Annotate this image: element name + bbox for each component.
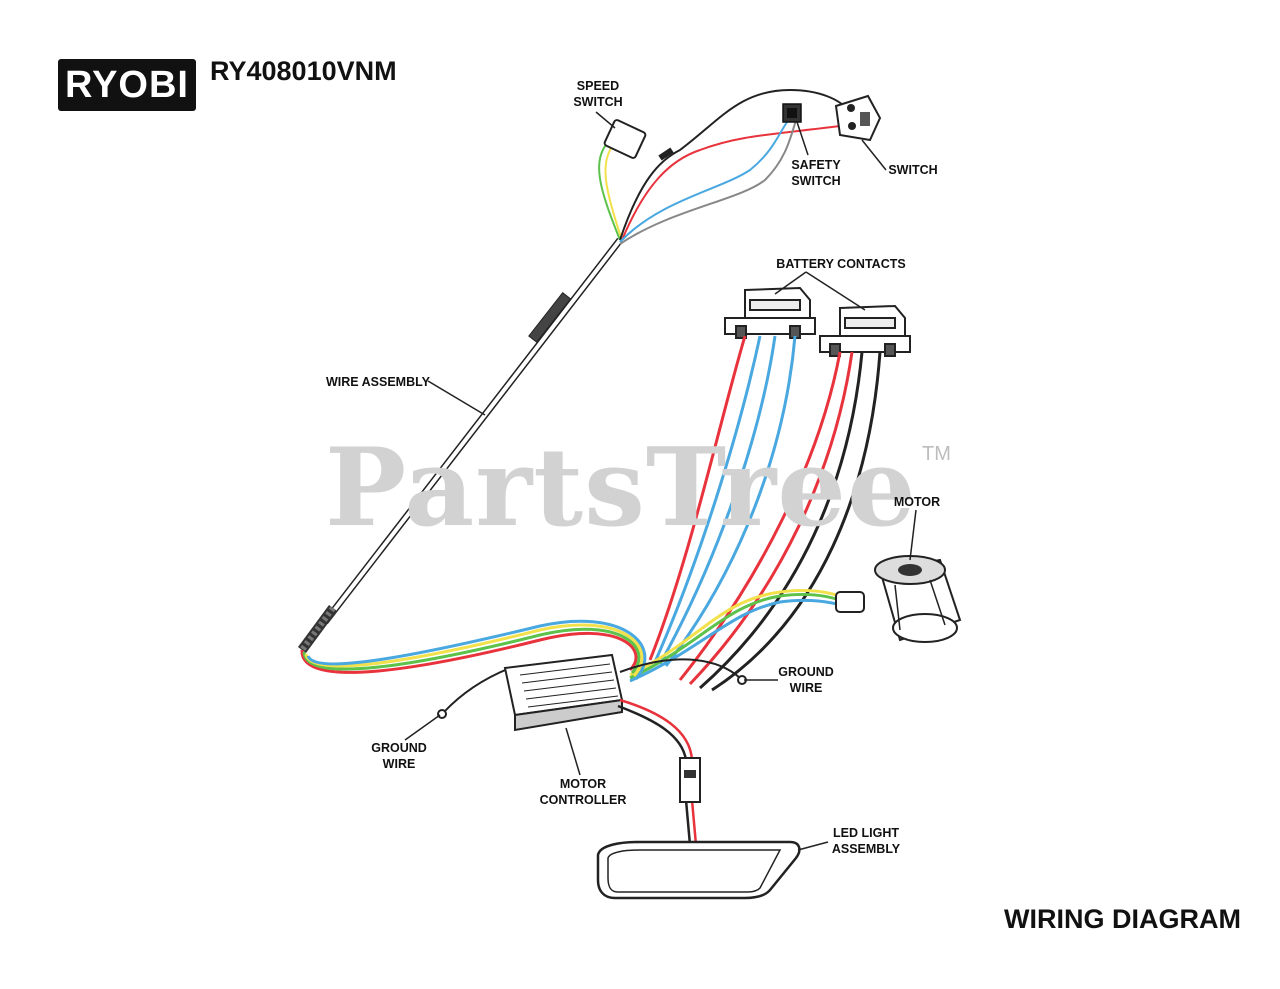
- led-light-assembly-icon: [596, 840, 801, 900]
- battery-contact-left-icon: [724, 286, 816, 339]
- speed-switch-icon: [603, 119, 647, 159]
- label-ground-wire-right: GROUND WIRE: [778, 665, 834, 695]
- label-motor: MOTOR: [893, 495, 941, 509]
- wire-assembly-pole: [297, 237, 623, 653]
- watermark-tm: TM: [922, 443, 951, 465]
- label-ground-wire-left: GROUND WIRE: [371, 741, 427, 771]
- switch-wires: [598, 88, 849, 245]
- ryobi-logo: RYOBI: [58, 59, 196, 111]
- model-number: RY408010VNM: [210, 56, 397, 86]
- label-speed-switch: SPEED SWITCH: [573, 79, 623, 109]
- label-battery-contacts: BATTERY CONTACTS: [776, 257, 906, 271]
- battery-wires: [648, 335, 882, 692]
- label-safety-switch: SAFETY SWITCH: [791, 158, 841, 188]
- motor-controller-icon: [503, 653, 624, 732]
- battery-contact-right-icon: [819, 304, 911, 357]
- label-motor-controller: MOTOR CONTROLLER: [539, 777, 627, 807]
- diagram-title: WIRING DIAGRAM: [1004, 904, 1241, 934]
- safety-switch-icon: [782, 103, 802, 123]
- label-led-light-assembly: LED LIGHT ASSEMBLY: [831, 826, 901, 856]
- main-harness: [300, 619, 647, 680]
- label-wire-assembly: WIRE ASSEMBLY: [326, 375, 430, 389]
- watermark: PartsTree: [325, 425, 917, 551]
- ground-wires: [437, 658, 747, 719]
- led-wires: [617, 698, 698, 846]
- motor-wires: [629, 588, 846, 683]
- leader-lines: [404, 111, 917, 851]
- label-switch: SWITCH: [888, 163, 938, 177]
- led-connector-icon: [679, 757, 701, 803]
- main-switch-icon: [834, 94, 882, 142]
- motor-icon: [835, 555, 962, 643]
